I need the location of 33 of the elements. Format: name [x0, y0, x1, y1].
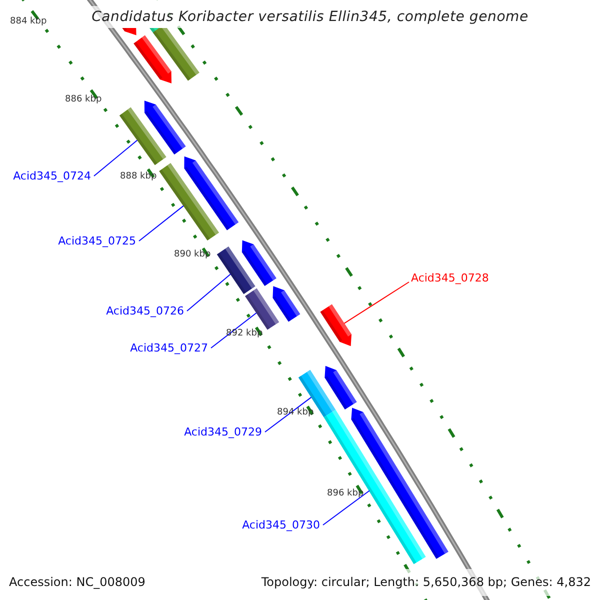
gene-bar: [324, 410, 426, 564]
scale-label: 884 kbp: [10, 16, 47, 28]
gene-label: Acid345_0724: [13, 170, 91, 182]
gene-bar: [152, 28, 200, 81]
gene-bar: [242, 240, 276, 286]
gene-label: Acid345_0726: [106, 304, 184, 318]
gene-bar: [144, 100, 186, 154]
gene-bar: [184, 156, 239, 230]
leader-line: [322, 490, 370, 526]
gene-bar: [122, 28, 136, 36]
title: Candidatus Koribacter versatilis Ellin345, complete genome: [92, 9, 528, 25]
gene-bar: [324, 366, 357, 410]
scale-label: 886 kbp: [65, 94, 102, 106]
gene-bar: [272, 286, 300, 322]
footer-text: Topology: circular; Length: 5,650,368 bp; Genes: 4,832: [261, 575, 591, 589]
leader-line: [94, 140, 138, 176]
leader-line: [344, 282, 410, 324]
gene-bar: [320, 304, 352, 346]
gene-label: Acid345_0725: [58, 234, 136, 248]
gene-label: Acid345_0727: [130, 342, 208, 354]
gene-bar: [245, 288, 280, 330]
gene-label: Acid345_0730: [242, 518, 320, 532]
scale-label: 888 kbp: [120, 172, 157, 182]
gene-bar: [119, 107, 166, 166]
gene-bar: [216, 246, 256, 294]
gene-label: Acid345_0728: [411, 272, 489, 284]
leader-line: [186, 274, 231, 312]
scale-label: 896 kbp: [327, 488, 364, 500]
gene-bar: [134, 35, 172, 84]
gene-bar: [298, 370, 336, 418]
footer-text: Accession: NC_008009: [9, 575, 146, 589]
gene-bar: [159, 163, 219, 240]
gene-label: Acid345_0729: [184, 426, 262, 438]
